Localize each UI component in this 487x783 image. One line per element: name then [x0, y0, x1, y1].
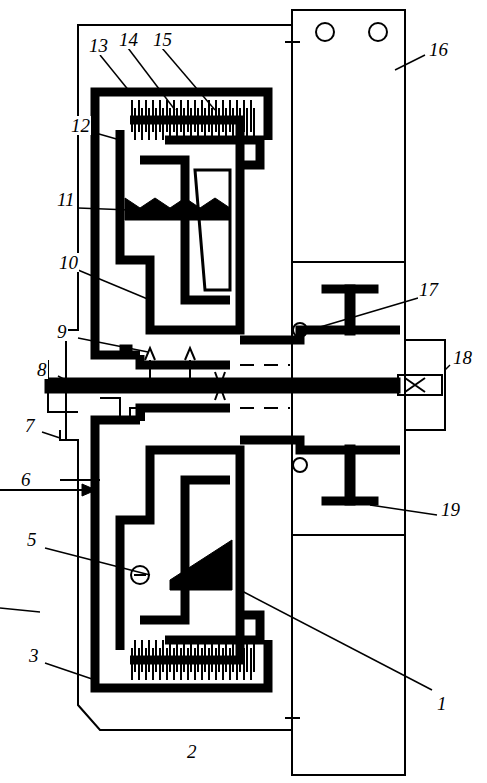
clutch-plate: [141, 640, 143, 672]
clutch-plate: [169, 640, 171, 672]
callout-number: 14: [118, 30, 139, 49]
callout-number: 2: [186, 742, 198, 761]
clutch-plate: [190, 640, 192, 672]
clutch-plate: [155, 640, 157, 672]
clutch-plate: [176, 108, 178, 140]
clutch-plate: [180, 648, 182, 680]
clutch-plate: [218, 640, 220, 672]
clutch-plate: [194, 648, 196, 680]
clutch-plate: [169, 108, 171, 140]
clutch-plate: [159, 100, 161, 132]
clutch-plate: [176, 640, 178, 672]
callout-number: 18: [452, 348, 473, 367]
clutch-plate: [239, 640, 241, 672]
clutch-plate: [138, 648, 140, 680]
clutch-plate: [183, 640, 185, 672]
clutch-plate: [246, 108, 248, 140]
clutch-plate: [141, 108, 143, 140]
clutch-plate: [236, 100, 238, 132]
clutch-plate: [131, 100, 133, 132]
clutch-plate: [138, 100, 140, 132]
clutch-plate: [243, 648, 245, 680]
callout-number: 6: [20, 470, 32, 489]
clutch-plate: [253, 640, 255, 672]
clutch-plate: [148, 108, 150, 140]
callout-number: 3: [28, 646, 40, 665]
clutch-plate: [215, 648, 217, 680]
clutch-plate: [173, 100, 175, 132]
callout-number: 5: [26, 530, 38, 549]
clutch-plate: [180, 100, 182, 132]
clutch-plate: [166, 100, 168, 132]
callout-number: 11: [56, 190, 76, 209]
callout-number: 15: [152, 30, 173, 49]
clutch-plate: [225, 640, 227, 672]
clutch-plate: [243, 100, 245, 132]
clutch-plate: [208, 648, 210, 680]
clutch-plate: [250, 648, 252, 680]
clutch-plate: [152, 100, 154, 132]
clutch-plate: [201, 648, 203, 680]
clutch-plate: [166, 648, 168, 680]
clutch-plate: [187, 648, 189, 680]
clutch-plate: [246, 640, 248, 672]
clutch-plate: [232, 108, 234, 140]
clutch-plate: [162, 108, 164, 140]
clutch-plate: [134, 640, 136, 672]
clutch-plate: [250, 100, 252, 132]
callout-number: 9: [56, 322, 68, 341]
clutch-plate: [145, 648, 147, 680]
clutch-plate: [187, 100, 189, 132]
clutch-plate: [229, 648, 231, 680]
callout-number: 12: [70, 116, 91, 135]
callout-number: 16: [428, 40, 449, 59]
clutch-plate: [222, 648, 224, 680]
callout-number: 10: [58, 253, 79, 272]
clutch-plate: [197, 108, 199, 140]
clutch-plate: [204, 108, 206, 140]
clutch-plate: [236, 648, 238, 680]
callout-number: 8: [36, 360, 48, 379]
clutch-plate: [229, 100, 231, 132]
clutch-plate: [134, 108, 136, 140]
clutch-plate: [159, 648, 161, 680]
clutch-plate: [232, 640, 234, 672]
callout-number: 1: [436, 694, 448, 713]
clutch-plate: [155, 108, 157, 140]
clutch-plate: [211, 640, 213, 672]
clutch-plate: [215, 100, 217, 132]
clutch-plate: [183, 108, 185, 140]
callout-number: 13: [88, 36, 109, 55]
callout-number: 17: [418, 280, 439, 299]
clutch-plate: [222, 100, 224, 132]
callout-number: 19: [440, 500, 461, 519]
clutch-plate: [211, 108, 213, 140]
clutch-plate: [145, 100, 147, 132]
clutch-plate: [218, 108, 220, 140]
clutch-plate: [225, 108, 227, 140]
clutch-plate: [162, 640, 164, 672]
clutch-plate: [197, 640, 199, 672]
clutch-plate: [239, 108, 241, 140]
callout-number: 7: [24, 416, 36, 435]
clutch-plate: [201, 100, 203, 132]
clutch-plate: [253, 108, 255, 140]
clutch-plate: [152, 648, 154, 680]
clutch-plate: [131, 648, 133, 680]
clutch-plate: [148, 640, 150, 672]
clutch-plate: [194, 100, 196, 132]
clutch-plate: [173, 648, 175, 680]
clutch-plate: [204, 640, 206, 672]
clutch-plate: [190, 108, 192, 140]
